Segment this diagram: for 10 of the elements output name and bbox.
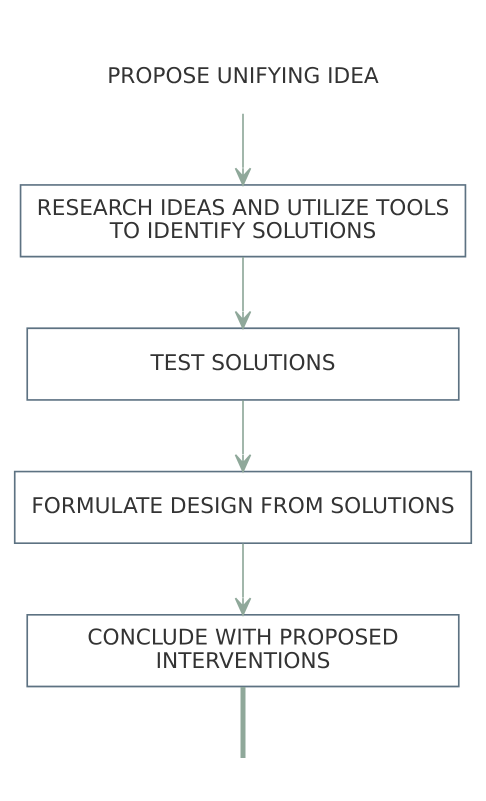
arrow — [234, 257, 252, 330]
node-box: RESEARCH IDEAS AND UTILIZE TOOLS TO IDENTIFY SOLUTIONS — [20, 184, 466, 258]
arrow — [234, 400, 252, 472]
node-box: FORMULATE DESIGN FROM SOLUTIONS — [14, 470, 472, 544]
connector — [240, 686, 246, 758]
node-text: PROPOSE UNIFYING IDEA — [107, 64, 379, 90]
node-box: CONCLUDE WITH PROPOSED INTERVENTIONS — [26, 614, 460, 688]
arrow — [234, 544, 252, 616]
node-box: TEST SOLUTIONS — [26, 327, 460, 401]
arrow — [234, 114, 252, 186]
